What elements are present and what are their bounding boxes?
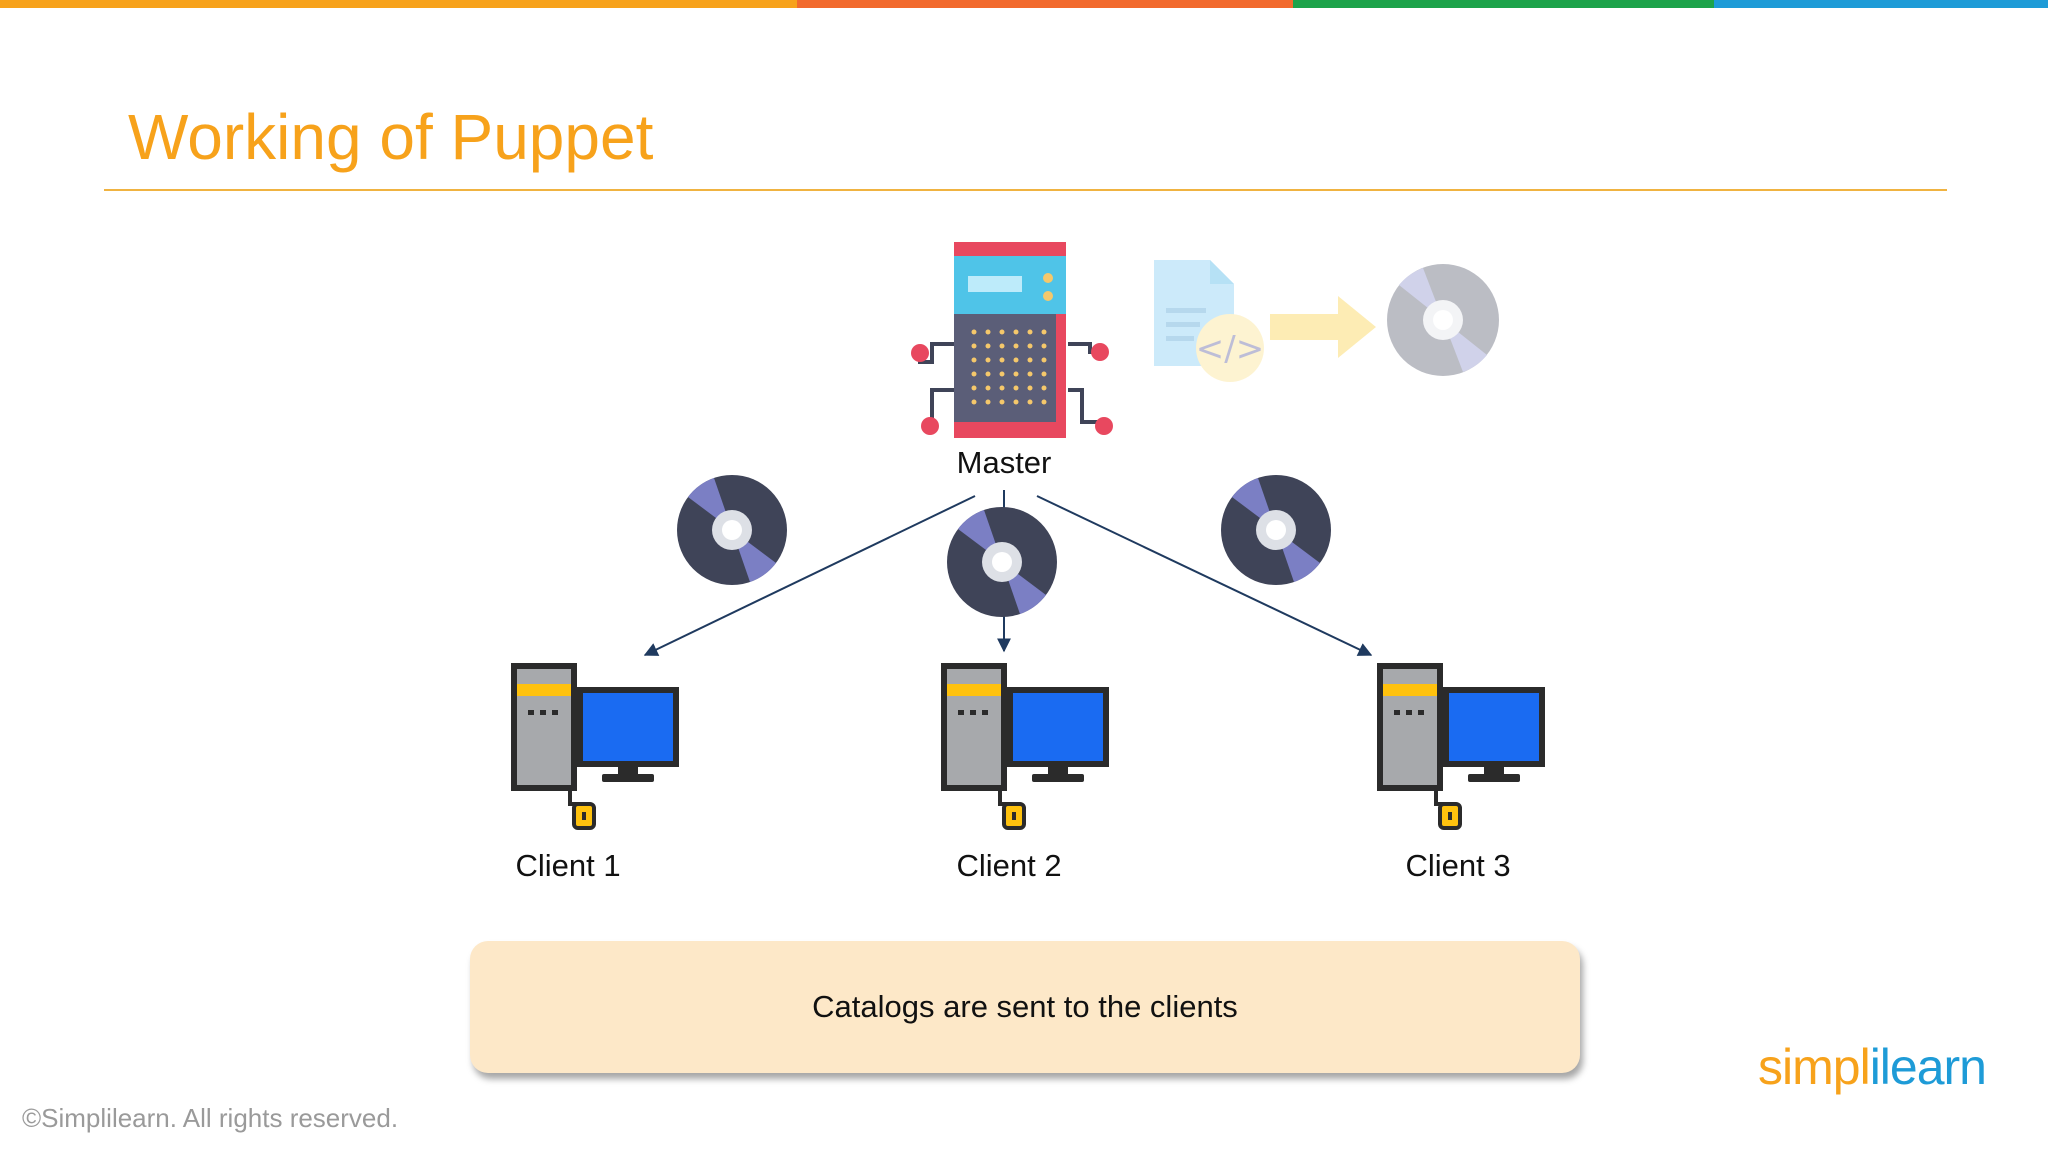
logo-part-2: i — [1869, 1039, 1881, 1095]
slide-title: Working of Puppet — [128, 101, 654, 173]
caption-text: Catalogs are sent to the clients — [812, 989, 1238, 1024]
client-2-computer-icon — [941, 663, 1109, 830]
simplilearn-logo: simplilearn — [1758, 1038, 1987, 1096]
arrow-right-icon — [1270, 296, 1376, 358]
caption-box: Catalogs are sent to the clients — [470, 941, 1580, 1073]
client-3-computer-icon — [1377, 663, 1545, 830]
svg-text:</>: </> — [1196, 329, 1264, 369]
title-underline — [104, 189, 1947, 191]
copyright-notice: ©Simplilearn. All rights reserved. — [22, 1103, 399, 1133]
logo-part-1: simpl — [1758, 1039, 1871, 1095]
catalog-disc-client-3-icon — [1221, 475, 1331, 585]
top-bar-blue — [1714, 0, 2048, 8]
server-icon — [911, 242, 1113, 438]
client-2-label: Client 2 — [956, 848, 1062, 883]
arrow-to-client-3 — [1036, 495, 1373, 656]
logo-part-3: learn — [1879, 1039, 1987, 1095]
top-bar-orange — [0, 0, 797, 8]
top-bar-green — [1293, 0, 1714, 8]
client-1-label: Client 1 — [515, 848, 621, 883]
code-file-icon: </> — [1154, 260, 1264, 382]
client-1-computer-icon — [511, 663, 679, 830]
catalog-disc-client-1-icon — [677, 475, 787, 585]
catalog-disc-client-2-icon — [947, 507, 1057, 617]
arrow-to-client-1 — [643, 495, 976, 656]
client-3-label: Client 3 — [1405, 848, 1511, 883]
top-color-bar — [0, 0, 2048, 8]
disc-icon — [1387, 264, 1499, 376]
top-bar-red — [797, 0, 1293, 8]
master-label: Master — [956, 445, 1052, 480]
